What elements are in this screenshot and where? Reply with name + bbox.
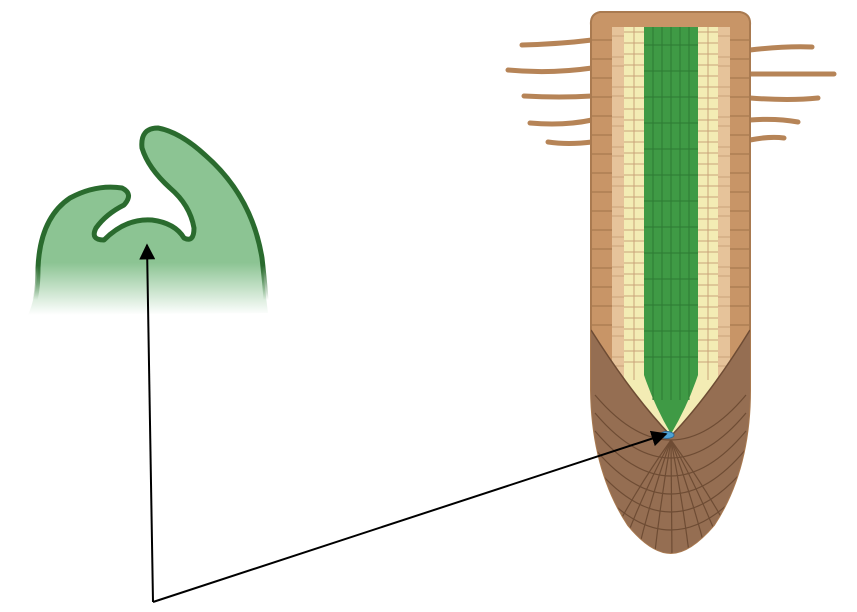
root-hair <box>508 68 592 72</box>
root-hair <box>750 98 818 100</box>
root-tip-icon <box>508 12 834 560</box>
root-hair <box>522 40 592 45</box>
root-hair <box>524 96 592 97</box>
root-hair <box>750 137 784 140</box>
root-hair <box>750 47 812 50</box>
root-hair <box>548 142 592 144</box>
pointer-arrow-root <box>153 434 666 602</box>
root-hair <box>750 119 798 122</box>
root-hair <box>530 120 592 124</box>
